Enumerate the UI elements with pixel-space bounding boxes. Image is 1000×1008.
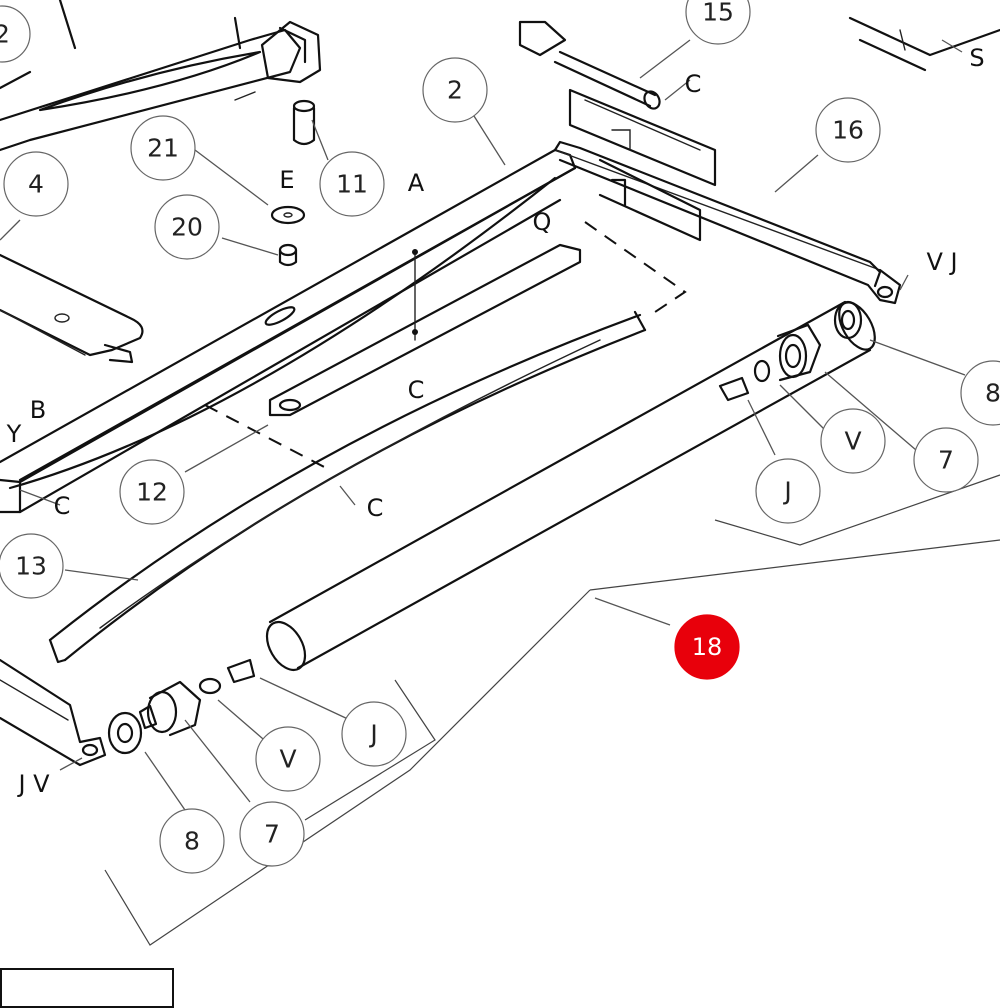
svg-text:J: J xyxy=(782,477,791,506)
tube-13 xyxy=(48,310,647,664)
label-a: A xyxy=(408,169,425,197)
svg-text:8: 8 xyxy=(985,379,1000,408)
callout-4: 4 xyxy=(3,151,69,217)
svg-text:18: 18 xyxy=(692,633,723,661)
bearing-assembly-right xyxy=(718,300,863,402)
plate-4 xyxy=(0,253,144,364)
svg-text:7: 7 xyxy=(938,446,954,475)
letter-labels: E A C C C C Q V J Y B S J V xyxy=(6,44,985,798)
label-b: B xyxy=(30,396,46,424)
svg-text:2: 2 xyxy=(447,76,463,105)
callout-18-highlighted: 18 xyxy=(674,614,740,680)
bearing-assembly-left xyxy=(107,658,256,755)
spacer-20 xyxy=(278,243,298,267)
callout-2-top-left: 2 xyxy=(0,5,31,63)
frame-rail-2 xyxy=(0,140,902,514)
grouping-brackets xyxy=(104,474,1000,946)
callout-21: 21 xyxy=(130,115,196,181)
callout-v-right: V xyxy=(820,408,886,474)
svg-text:7: 7 xyxy=(264,820,280,849)
svg-text:20: 20 xyxy=(171,213,203,242)
svg-text:13: 13 xyxy=(15,552,47,581)
callout-7-right: 7 xyxy=(913,427,979,493)
label-c-mid: C xyxy=(367,494,384,522)
callout-20: 20 xyxy=(154,194,220,260)
callout-15: 15 xyxy=(685,0,751,45)
callout-j-right: J xyxy=(755,458,821,524)
callout-v-bottom: V xyxy=(255,726,321,792)
leader-lines xyxy=(0,39,966,811)
callout-13: 13 xyxy=(0,533,64,599)
label-q: Q xyxy=(533,208,552,236)
label-e: E xyxy=(279,166,294,194)
inner-strap xyxy=(268,243,582,417)
bar-16 xyxy=(568,88,717,242)
svg-text:V: V xyxy=(279,745,296,774)
label-y: Y xyxy=(6,420,22,448)
bottom-left-frame-box xyxy=(0,968,174,1008)
label-c-top-right: C xyxy=(685,70,702,98)
corner-bracket-top-right xyxy=(848,16,1000,72)
svg-text:4: 4 xyxy=(28,170,44,199)
callout-16: 16 xyxy=(815,97,881,163)
callout-j-bottom: J xyxy=(341,701,407,767)
label-vj-right: V J xyxy=(926,248,957,276)
callout-12: 12 xyxy=(119,459,185,525)
label-s: S xyxy=(969,44,984,72)
label-c-center: C xyxy=(408,376,425,404)
svg-text:11: 11 xyxy=(336,170,368,199)
svg-text:8: 8 xyxy=(184,827,200,856)
svg-text:21: 21 xyxy=(147,134,179,163)
frame-lower-left xyxy=(0,658,107,767)
callout-2: 2 xyxy=(422,57,488,123)
washer-21 xyxy=(270,205,306,225)
svg-text:15: 15 xyxy=(702,0,734,27)
svg-text:16: 16 xyxy=(832,116,864,145)
label-c-left: C xyxy=(54,492,71,520)
callout-11: 11 xyxy=(319,151,385,217)
svg-text:12: 12 xyxy=(136,478,168,507)
svg-text:V: V xyxy=(844,427,861,456)
svg-text:J: J xyxy=(368,720,377,749)
dashed-outline xyxy=(204,221,687,471)
top-arm-assembly xyxy=(0,0,322,152)
svg-text:2: 2 xyxy=(0,20,10,49)
label-jv-bottom-left: J V xyxy=(16,770,50,798)
callout-8-bottom: 8 xyxy=(159,808,225,874)
pin-11 xyxy=(292,99,316,146)
rod-15 xyxy=(518,20,661,110)
callout-8-right: 8 xyxy=(960,360,1000,426)
callout-7-bottom: 7 xyxy=(239,801,305,867)
